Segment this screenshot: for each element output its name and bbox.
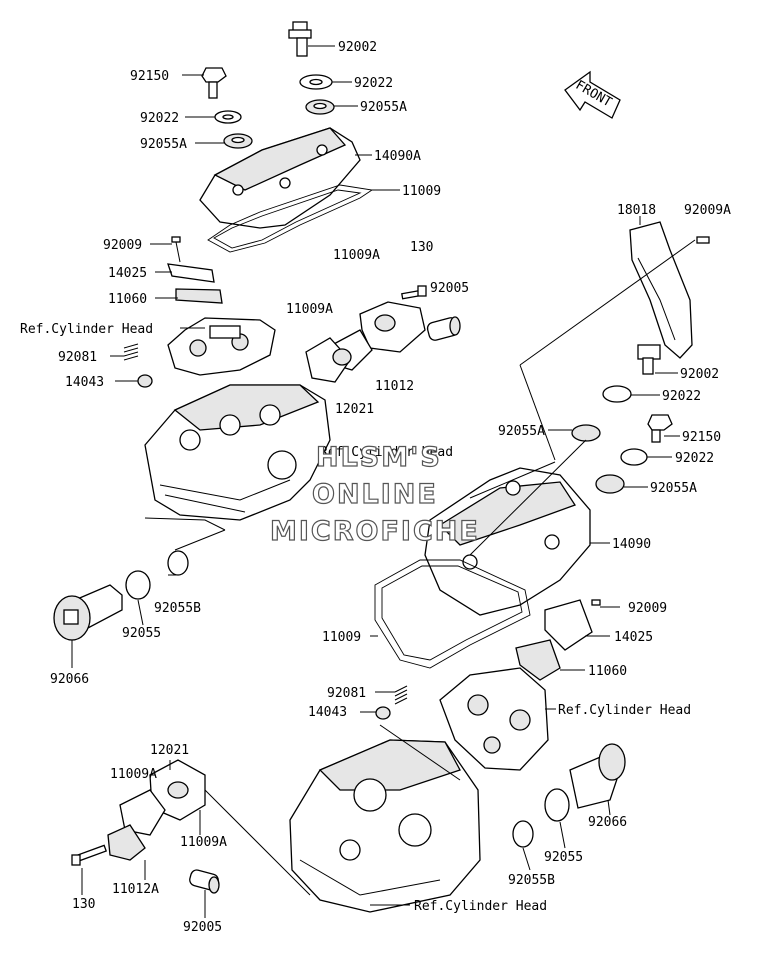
plate-14025-top (167, 263, 215, 283)
label-92009-bot: 92009 (628, 601, 667, 616)
part-labels: 92002 92150 92022 92022 92055A 92055A 14… (20, 40, 731, 935)
cylinder-head-bot (289, 739, 481, 913)
label-11060-top: 11060 (108, 292, 147, 307)
label-92009A: 92009A (684, 203, 731, 218)
watermark: HLSM'S ONLINE MICROFICHE (269, 441, 480, 547)
label-14043-bot: 14043 (308, 705, 347, 720)
label-130-top: 130 (410, 240, 433, 255)
bolt-92150-top (201, 67, 227, 99)
label-92055A-top-l: 92055A (140, 137, 187, 152)
label-92055B-bot: 92055B (508, 873, 555, 888)
label-92081-bot: 92081 (327, 686, 366, 701)
label-92022-right-b: 92022 (675, 451, 714, 466)
gasket-11060-top (175, 288, 223, 304)
leader-lines (71, 45, 680, 918)
gasket-11060-bot (515, 639, 561, 681)
label-92055A-top-r: 92055A (360, 100, 407, 115)
bolt-92150-right (647, 414, 673, 443)
oring-92055-bot (544, 788, 570, 822)
watermark-line3: MICROFICHE (270, 516, 480, 547)
label-14090A: 14090A (374, 149, 421, 164)
oring-92055B-top (167, 550, 189, 576)
bolt-92002-right (637, 344, 661, 375)
rocker-block-bot (439, 667, 549, 771)
label-11012A: 11012A (112, 882, 159, 897)
label-92009-top: 92009 (103, 238, 142, 253)
pipe-92066-bot (569, 743, 626, 809)
label-92005-top: 92005 (430, 281, 469, 296)
label-92055A-right-l: 92055A (498, 424, 545, 439)
label-92022-right-a: 92022 (662, 389, 701, 404)
label-11009-bot: 11009 (322, 630, 361, 645)
label-11009A-top-l: 11009A (286, 302, 333, 317)
holder-11012 (305, 301, 426, 383)
label-refcyl-top: Ref.Cylinder Head (20, 322, 153, 337)
head-cover-14090A (199, 127, 361, 229)
label-92066-top: 92066 (50, 672, 89, 687)
label-11009A-top-r: 11009A (333, 248, 380, 263)
label-130-bot: 130 (72, 897, 95, 912)
label-refcyl-mid: Ref.Cylinder Head (320, 445, 453, 460)
bolt-130-bot (71, 844, 108, 866)
pipe-92066-top (53, 584, 123, 641)
label-92002-top: 92002 (338, 40, 377, 55)
bolt-92009A (696, 236, 710, 244)
rocker-block-top (167, 317, 276, 376)
label-92002-right: 92002 (680, 367, 719, 382)
label-92150-right: 92150 (682, 430, 721, 445)
label-14090: 14090 (612, 537, 651, 552)
label-12021-bot: 12021 (150, 743, 189, 758)
guide-18018 (629, 221, 693, 359)
label-92055-top: 92055 (122, 626, 161, 641)
head-cover-14090 (424, 467, 591, 616)
bolt-92009-top (171, 236, 181, 263)
label-11060-bot: 11060 (588, 664, 627, 679)
oring-92055-top (125, 570, 151, 600)
label-11012: 11012 (375, 379, 414, 394)
label-92081-top: 92081 (58, 350, 97, 365)
bolt-92002-top (288, 21, 312, 57)
bolt-130-top (401, 285, 427, 300)
label-refcyl-bot-r: Ref.Cylinder Head (558, 703, 691, 718)
spring-92081-bot (394, 685, 408, 705)
label-92055A-right-r: 92055A (650, 481, 697, 496)
grommet-92055A-right-l (571, 424, 601, 442)
cap-92005-top (426, 316, 461, 341)
label-92022-top-r: 92022 (354, 76, 393, 91)
label-11009-top: 11009 (402, 184, 441, 199)
gasket-11009-bot (374, 559, 531, 669)
label-92066-bot: 92066 (588, 815, 627, 830)
plug-14043-top (137, 374, 153, 388)
label-14043-top: 14043 (65, 375, 104, 390)
plate-14025-bot (544, 599, 593, 651)
front-arrow-icon: FRONT (564, 70, 621, 119)
label-92022-top-l: 92022 (140, 111, 179, 126)
oring-92055B-bot (512, 820, 534, 848)
label-11009A-bot-r: 11009A (180, 835, 227, 850)
washer-92022-right-b (620, 448, 648, 466)
label-12021-top: 12021 (335, 402, 374, 417)
label-refcyl-bot: Ref.Cylinder Head (414, 899, 547, 914)
washer-92022-right (602, 385, 632, 403)
label-92005-bot: 92005 (183, 920, 222, 935)
label-14025-bot: 14025 (614, 630, 653, 645)
label-18018: 18018 (617, 203, 656, 218)
cylinder-head-top (144, 384, 331, 521)
bolt-92009-bot (591, 599, 601, 606)
holder-11012A (107, 759, 206, 861)
label-92055-bot: 92055 (544, 850, 583, 865)
label-92055B-top: 92055B (154, 601, 201, 616)
label-14025-top: 14025 (108, 266, 147, 281)
gasket-11009-top (207, 184, 374, 253)
grommet-92055A-right-r (595, 474, 625, 494)
watermark-line2: ONLINE (312, 479, 438, 510)
watermark-line1: HLSM'S (316, 442, 442, 473)
label-92150-top: 92150 (130, 69, 169, 84)
spring-92081-top (123, 343, 139, 361)
label-11009A-bot-l: 11009A (110, 767, 157, 782)
cap-92005-bot (189, 869, 220, 894)
plug-14043-bot (375, 706, 391, 720)
